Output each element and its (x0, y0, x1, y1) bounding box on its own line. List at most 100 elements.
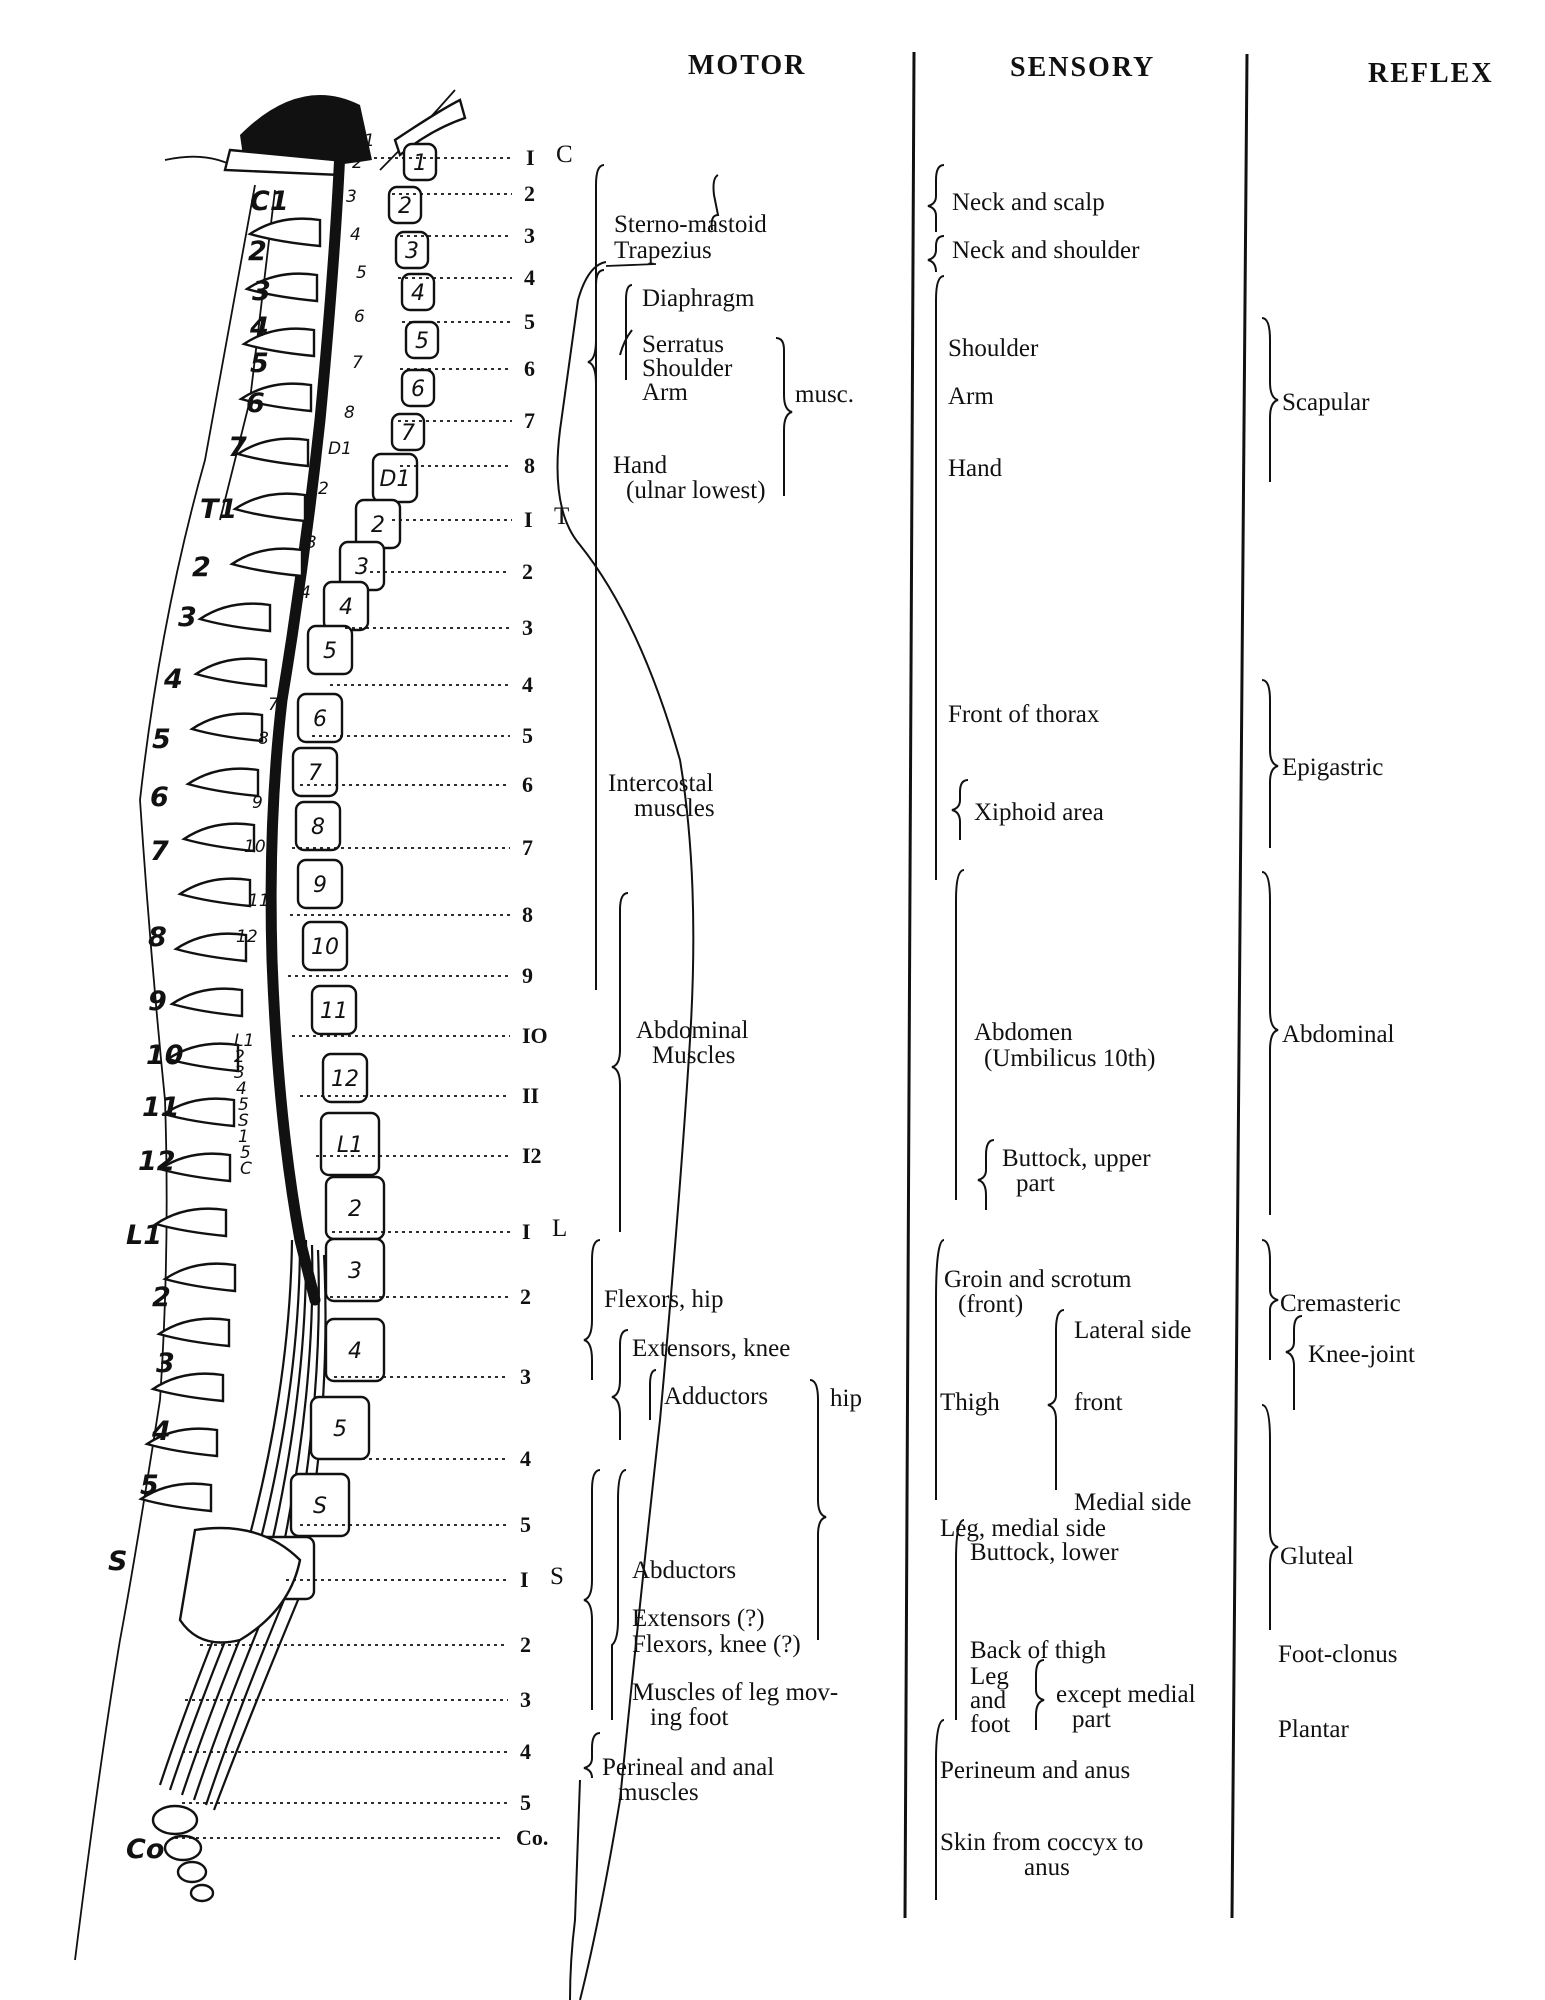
inner-vertebra-label: 5 (238, 1095, 249, 1115)
vertebral-body (394, 230, 430, 270)
segment-label-l2: 2 (520, 1284, 531, 1309)
spinal-cord (265, 144, 346, 1306)
sensory-braces (927, 164, 1065, 1900)
trapezius-underline (605, 263, 657, 267)
outer-vertebra-label: C1 (250, 186, 289, 217)
sensory-front-thorax: Front of thorax (948, 701, 1100, 728)
segment-label-s1: I (520, 1567, 529, 1592)
inner-vertebra-label: D1 (328, 439, 352, 459)
segment-label-c6: 6 (524, 356, 535, 381)
spinous-process (185, 767, 260, 798)
vertebral-body (319, 1111, 381, 1177)
region-label-t1: T (554, 503, 569, 530)
inner-vertebra-label: 8 (258, 729, 269, 749)
motor-shoulder: Shoulder (642, 355, 733, 382)
outer-vertebra-label: Co (126, 1834, 164, 1865)
reflex-epigastric: Epigastric (1282, 754, 1383, 781)
sensory-except-medial-1: except medial (1056, 1681, 1196, 1708)
segment-label-t2: 2 (522, 559, 533, 584)
spinous-process (235, 437, 310, 468)
inner-vertebra-label: 3 (234, 1063, 245, 1083)
segment-label-t8: 8 (522, 902, 533, 927)
vertebral-body-label: 12 (331, 1067, 359, 1092)
vertebral-body-label: 10 (311, 935, 339, 960)
outer-vertebra-label: 4 (151, 1416, 171, 1447)
sensory-leg-medial: Leg, medial side (940, 1515, 1106, 1542)
outer-vertebra-label: 9 (148, 986, 167, 1017)
inner-vertebra-label: 6 (280, 671, 291, 691)
motor-perineal-1: Perineal and anal (602, 1754, 774, 1781)
reflex-foot-clonus: Foot-clonus (1278, 1641, 1397, 1668)
spinous-process (157, 1152, 232, 1183)
vertebral-body (310, 984, 358, 1036)
vertebral-body (294, 800, 342, 852)
segment-label-l4: 4 (520, 1446, 531, 1471)
sensory-buttock-upper-1: Buttock, upper (1002, 1145, 1151, 1172)
inner-vertebra-label: C (240, 1159, 252, 1179)
vertebral-body (306, 624, 354, 676)
outer-vertebra-label: 2 (192, 552, 211, 583)
segment-label-t9: 9 (522, 963, 533, 988)
spinous-process (197, 602, 272, 633)
outer-vertebra-label: 7 (228, 432, 247, 463)
vertebral-body-label: 2 (348, 1197, 362, 1222)
spinous-process (138, 1482, 213, 1513)
outer-vertebra-label: 7 (150, 836, 169, 867)
vertebral-body (400, 272, 436, 312)
segment-label-l1: I (522, 1219, 531, 1244)
spinous-process (189, 712, 264, 743)
motor-intercostal-2: muscles (634, 795, 715, 822)
motor-hand: Hand (613, 452, 668, 479)
vertebral-body-label: L1 (337, 1133, 363, 1158)
vertebral-body-label: 4 (348, 1339, 362, 1364)
vertebral-body-label: S (313, 1494, 327, 1519)
spinous-process (144, 1427, 219, 1458)
motor-diaphragm: Diaphragm (642, 285, 755, 312)
sacrum (178, 1526, 302, 1644)
region-label-s1: S (550, 1563, 564, 1590)
sensory-neck-shoulder: Neck and shoulder (952, 237, 1140, 264)
vertebral-body (402, 142, 438, 182)
sensory-abdomen-1: Abdomen (974, 1019, 1073, 1046)
inner-vertebra-label: 2 (318, 479, 329, 499)
inner-vertebra-label: 5 (356, 263, 367, 283)
inner-vertebra-label: 12 (236, 927, 258, 947)
inner-vertebra-label: 8 (344, 403, 355, 423)
inner-vertebra-label: 9 (252, 793, 263, 813)
vertebral-body (291, 746, 339, 798)
inner-vertebra-label: 5 (286, 625, 297, 645)
vertebral-body (390, 412, 426, 452)
vertebral-body-label: 1 (413, 151, 427, 176)
segment-label-t7: 7 (522, 835, 533, 860)
header-sensory: SENSORY (1010, 52, 1155, 83)
outer-vertebra-label: 5 (152, 724, 171, 755)
segment-label-c7: 7 (524, 408, 535, 433)
motor-sterno-mastoid: Sterno-mastoid (614, 211, 767, 238)
motor-flexors-knee: Flexors, knee (?) (632, 1631, 801, 1658)
segment-label-s2: 2 (520, 1632, 531, 1657)
divider-sensory-reflex (1230, 53, 1249, 1919)
segment-label-s3: 3 (520, 1687, 531, 1712)
divider-motor-sensory (903, 51, 916, 1919)
reflex-scapular: Scapular (1282, 389, 1370, 416)
sensory-thigh: Thigh (940, 1389, 1000, 1416)
motor-abdominal-2: Muscles (652, 1042, 735, 1069)
outer-vertebra-label: 11 (142, 1092, 180, 1123)
outer-vertebra-label: S (108, 1546, 127, 1577)
segment-label-c2: 2 (524, 181, 535, 206)
reflex-braces (1261, 317, 1303, 1630)
segment-label-l5: 5 (520, 1512, 531, 1537)
spinous-process (238, 382, 313, 413)
vertebral-body-label: 2 (398, 194, 412, 219)
spinous-process (162, 1262, 237, 1293)
vertebral-body-label: 2 (371, 513, 385, 538)
reflex-abdominal: Abdominal (1282, 1021, 1395, 1048)
nerve-root-leaders (175, 157, 514, 1839)
motor-abdominal-1: Abdominal (636, 1017, 749, 1044)
vertebral-body (387, 185, 423, 225)
motor-adductors: Adductors (664, 1383, 768, 1410)
segment-label-s5: 5 (520, 1790, 531, 1815)
